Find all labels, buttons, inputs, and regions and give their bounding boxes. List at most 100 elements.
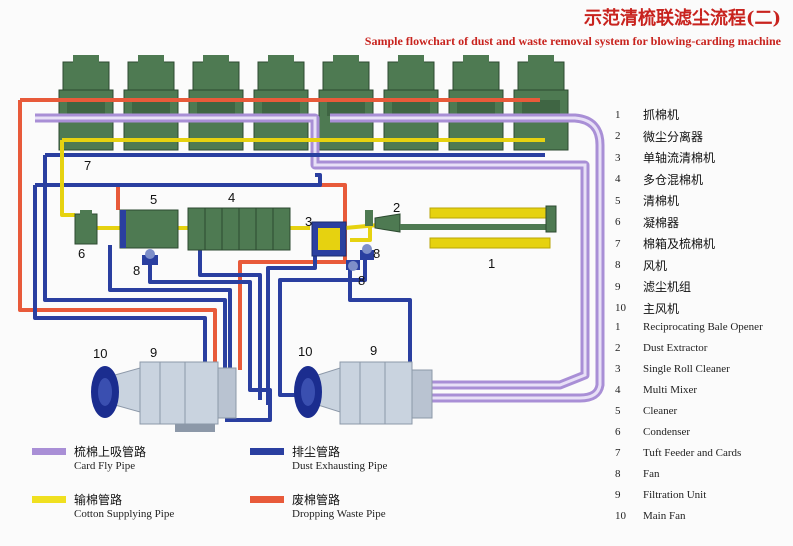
label-9-right: 9 — [370, 343, 377, 358]
component-number: 9 — [615, 280, 621, 293]
component-key-cn-row: 6 凝棉器 — [615, 214, 679, 231]
component-number: 4 — [615, 173, 621, 185]
main-fan-left — [91, 366, 119, 418]
component-key-cn-row: 5 清棉机 — [615, 192, 679, 209]
component-key-en-row: 9 Filtration Unit — [615, 489, 706, 501]
label-10-right: 10 — [298, 344, 312, 359]
legend-waste-cn: 废棉管路 — [292, 493, 341, 507]
label-6: 6 — [78, 246, 85, 261]
component-number: 5 — [615, 194, 621, 207]
card-machine — [448, 55, 504, 151]
component-key-cn-row: 1 抓棉机 — [615, 106, 679, 123]
title-english: Sample flowchart of dust and waste remov… — [364, 34, 781, 48]
title-chinese: 示范清梳联滤尘流程(二) — [583, 8, 781, 29]
component-number: 8 — [615, 259, 621, 271]
component-number: 7 — [615, 237, 621, 250]
filtration-unit-left — [114, 361, 237, 432]
component-number: 5 — [615, 405, 621, 417]
component-key-en-row: 10 Main Fan — [615, 510, 685, 522]
component-name-cn: 多仓混棉机 — [643, 172, 704, 187]
component-name-en: Reciprocating Bale Opener — [643, 321, 763, 333]
component-name-cn: 滤尘机组 — [643, 280, 692, 294]
card-machine — [58, 55, 114, 151]
legend-card-fly-cn: 梳棉上吸管路 — [74, 445, 147, 459]
component-key-en-row: 4 Multi Mixer — [615, 384, 697, 396]
component-number: 10 — [615, 510, 626, 522]
component-number: 9 — [615, 489, 621, 501]
card-machine — [123, 55, 179, 151]
component-key-cn-row: 10 主风机 — [615, 300, 679, 317]
component-number: 6 — [615, 216, 621, 228]
component-key-en-row: 6 Condenser — [615, 426, 690, 438]
component-number: 6 — [615, 426, 621, 438]
component-name-cn: 抓棉机 — [643, 108, 680, 122]
component-number: 4 — [615, 384, 621, 396]
component-number: 1 — [615, 108, 621, 121]
component-key-cn-row: 4 多仓混棉机 — [615, 171, 703, 188]
component-name-en: Condenser — [643, 426, 691, 438]
card-machine — [318, 55, 374, 151]
component-number: 8 — [615, 468, 621, 480]
component-key-en-row: 8 Fan — [615, 468, 660, 480]
component-number: 7 — [615, 447, 621, 459]
label-8-right-bottom: 8 — [358, 273, 365, 288]
label-4: 4 — [228, 190, 235, 205]
component-name-en: Single Roll Cleaner — [643, 363, 730, 375]
card-machine — [383, 55, 439, 151]
card-fly-pipes — [35, 113, 605, 403]
component-name-en: Cleaner — [643, 405, 678, 417]
label-10-left: 10 — [93, 346, 107, 361]
component-name-en: Fan — [643, 468, 660, 480]
legend-cotton-cn: 输棉管路 — [74, 493, 123, 507]
dust-exhaust-pipes — [33, 153, 545, 422]
component-key-en-row: 1 Reciprocating Bale Opener — [615, 321, 763, 333]
cleaner-5 — [119, 209, 179, 249]
component-name-en: Tuft Feeder and Cards — [643, 447, 742, 459]
single-roll-cleaner-3 — [311, 221, 347, 257]
component-key-en-row: 5 Cleaner — [615, 405, 677, 417]
component-number: 2 — [615, 342, 621, 354]
label-8-right-top: 8 — [373, 246, 380, 261]
card-machine — [188, 55, 244, 151]
component-number: 3 — [615, 151, 621, 164]
component-name-cn: 凝棉器 — [643, 215, 680, 230]
label-9-left: 9 — [150, 345, 157, 360]
component-name-en: Multi Mixer — [643, 384, 698, 396]
label-3: 3 — [305, 214, 312, 229]
component-number: 2 — [615, 130, 621, 142]
component-key-cn-row: 3 单轴流清棉机 — [615, 149, 715, 166]
legend-cotton-en: Cotton Supplying Pipe — [74, 508, 175, 520]
component-name-cn: 清棉机 — [643, 194, 680, 208]
component-name-cn: 风机 — [643, 258, 668, 273]
label-1: 1 — [488, 256, 495, 271]
component-name-cn: 单轴流清棉机 — [643, 151, 716, 165]
component-key-cn-row: 9 滤尘机组 — [615, 278, 691, 295]
multi-mixer-4 — [187, 207, 291, 251]
legend-swatches — [32, 448, 284, 503]
label-8-left: 8 — [133, 263, 140, 278]
fan-8-right-bottom — [346, 260, 360, 271]
legend-waste-en: Dropping Waste Pipe — [292, 508, 386, 520]
card-machine — [253, 55, 309, 151]
component-number: 10 — [615, 302, 626, 314]
component-key-cn-row: 8 风机 — [615, 257, 667, 274]
component-name-en: Filtration Unit — [643, 489, 707, 501]
component-key-en-row: 2 Dust Extractor — [615, 342, 707, 354]
card-machine — [513, 55, 569, 151]
fan-8-left — [142, 249, 158, 265]
main-fan-right — [294, 366, 322, 418]
legend-dust-en: Dust Exhausting Pipe — [292, 460, 388, 472]
component-key-cn-row: 7 棉箱及梳棉机 — [615, 235, 715, 252]
label-2: 2 — [393, 200, 400, 215]
label-7: 7 — [84, 158, 91, 173]
component-number: 3 — [615, 363, 621, 375]
filtration-unit-right — [317, 361, 433, 425]
component-name-cn: 棉箱及梳棉机 — [643, 237, 716, 251]
component-name-cn: 主风机 — [643, 301, 680, 316]
component-name-en: Main Fan — [643, 510, 686, 522]
legend-dust-cn: 排尘管路 — [292, 445, 341, 459]
component-number: 1 — [615, 321, 621, 333]
component-name-en: Dust Extractor — [643, 342, 708, 354]
